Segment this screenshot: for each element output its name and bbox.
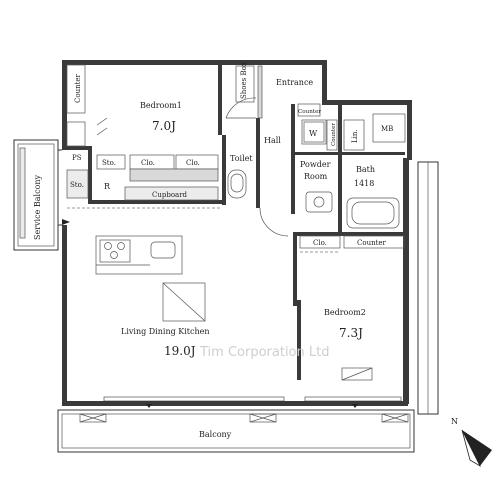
- powder-room-label-line2: Room: [304, 172, 328, 181]
- linen-label: Lin.: [351, 129, 359, 143]
- clo-label-1: Clo.: [141, 159, 155, 167]
- shoes-box-label: Shoes Box: [240, 62, 248, 99]
- ac-unit: [341, 367, 373, 381]
- sto-label-2: Sto.: [70, 181, 84, 189]
- powder-room-label-line1: Powder: [300, 160, 331, 169]
- entry-arrow-service: [62, 219, 70, 225]
- bedroom1-name: Bedroom1: [140, 101, 182, 110]
- compass-letter: N: [451, 417, 458, 426]
- balcony-label: Balcony: [199, 430, 232, 439]
- mb-label: MB: [381, 125, 393, 133]
- bedroom1-fixtures: Counter Sto. Clo. Clo. R Cupboard: [66, 64, 219, 201]
- counter-vertical-label: Counter: [331, 123, 337, 146]
- counter-bedroom2-label: Counter: [357, 239, 387, 247]
- bath-name: Bath: [356, 165, 375, 174]
- interior-walls: [62, 65, 405, 380]
- outer-walls: [62, 60, 439, 415]
- bedroom2-name: Bedroom2: [324, 308, 366, 317]
- r-label: R: [104, 182, 111, 191]
- bedroom2-size: 7.3J: [339, 326, 363, 340]
- ps-label: PS: [72, 154, 82, 162]
- ldk-name: Living Dining Kitchen: [121, 327, 210, 336]
- bath-size: 1418: [354, 179, 374, 188]
- clo-label-2: Clo.: [186, 159, 200, 167]
- balcony: Balcony: [57, 409, 415, 453]
- compass: N: [451, 417, 492, 468]
- service-balcony-label: Service Balcony: [33, 174, 42, 240]
- service-balcony: Service Balcony: [13, 139, 62, 251]
- toilet-area: [227, 169, 289, 237]
- watermark: Tim Corporation Ltd: [199, 345, 329, 360]
- room-labels: Bedroom1 7.0J Entrance Hall Toilet Powde…: [121, 78, 375, 358]
- ldk-size: 19.0J: [164, 344, 196, 358]
- counter-small-label: Counter: [298, 109, 321, 115]
- cupboard-label: Cupboard: [152, 191, 188, 199]
- toilet-label: Toilet: [230, 154, 253, 163]
- wet-area: Counter W Counter Lin. MB Clo. Counter: [297, 103, 406, 253]
- hall-label: Hall: [264, 136, 281, 145]
- washer-label: W: [309, 129, 318, 138]
- kitchen: [95, 235, 206, 322]
- ps-sto-block: PS Sto.: [66, 154, 89, 199]
- entrance-label: Entrance: [276, 78, 313, 87]
- sto-label-1: Sto.: [102, 159, 116, 167]
- bedroom1-counter-label: Counter: [74, 73, 82, 103]
- bottom-windows: [103, 396, 402, 408]
- entrance-area: Shoes Box: [225, 62, 263, 119]
- bedroom1-size: 7.0J: [152, 119, 176, 133]
- clo-label-3: Clo.: [313, 239, 327, 247]
